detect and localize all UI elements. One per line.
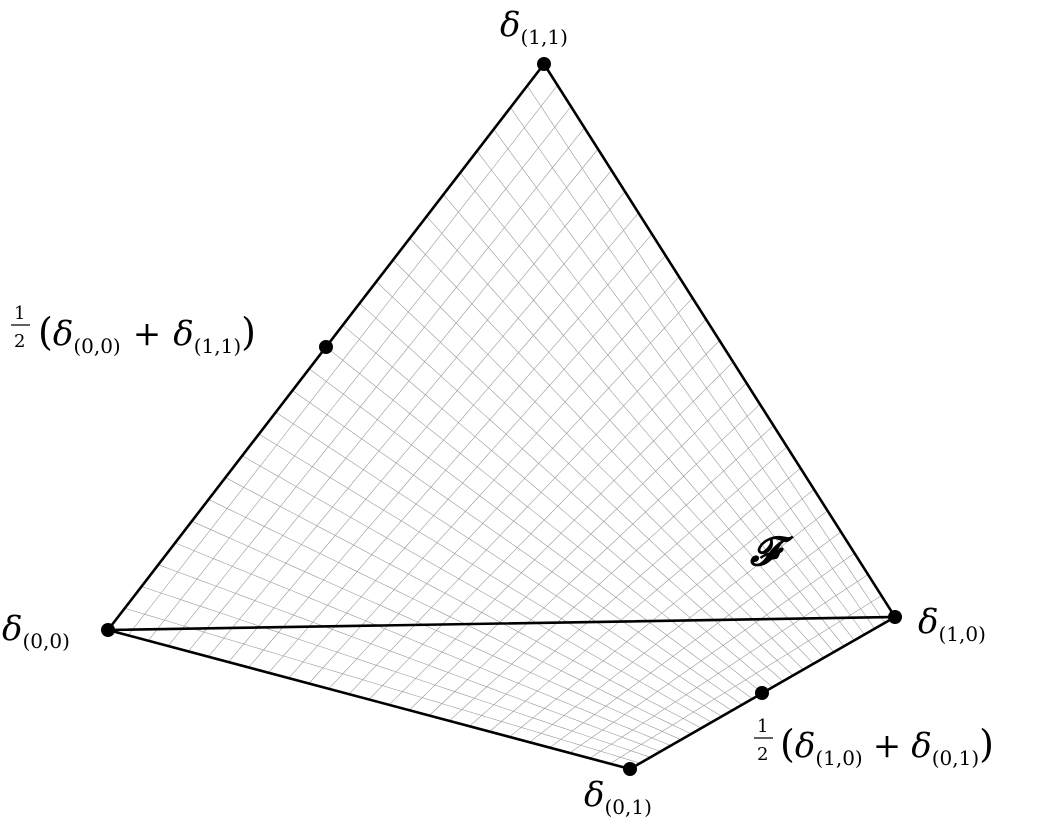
midpoint-point-00-11 (319, 340, 333, 354)
mesh-line (388, 361, 734, 706)
mesh-line (529, 510, 828, 743)
mesh-line (408, 382, 747, 711)
vertex-point-d10 (888, 610, 902, 624)
mesh-line (459, 172, 845, 647)
mesh-line (368, 340, 720, 700)
surface-mesh (124, 85, 886, 764)
mesh-line (426, 216, 824, 659)
mesh-line (443, 194, 835, 653)
vertex-point-d01 (623, 762, 637, 776)
svg-text:1: 1 (14, 303, 25, 324)
vertex-point-d00 (101, 623, 115, 637)
label-d00: δ(0,0) (2, 609, 70, 653)
mesh-line (549, 531, 842, 748)
mesh-line (376, 281, 794, 676)
label-d11: δ(1,1) (500, 5, 568, 49)
label-d01: δ(0,1) (584, 775, 652, 819)
points (101, 57, 902, 776)
surface-label: 𝓕 (749, 528, 794, 575)
label-d10: δ(1,0) (918, 602, 986, 646)
mesh-line (409, 237, 814, 665)
svg-text:(δ(0,0)+δ(1,1)): (δ(0,0)+δ(1,1)) (38, 310, 256, 358)
mesh-line (489, 467, 801, 732)
edge-d00-d10 (106, 615, 897, 632)
mesh-line (609, 595, 882, 764)
svg-text:(δ(1,0)+δ(0,1)): (δ(1,0)+δ(0,1)) (780, 722, 994, 770)
mesh-line (526, 85, 886, 623)
svg-text:2: 2 (757, 744, 768, 765)
mesh-line (510, 107, 875, 629)
label-midpoint-00-11: 1 2 (δ(0,0)+δ(1,1)) (11, 303, 256, 358)
mesh-line (493, 129, 865, 635)
tetrahedron-edges (106, 62, 897, 771)
svg-text:2: 2 (14, 331, 25, 352)
midpoint-point-10-01 (755, 686, 769, 700)
svg-text:1: 1 (757, 716, 768, 737)
mesh-line (449, 425, 774, 722)
edge-d00-d01 (106, 628, 632, 771)
edge-d11-d10 (542, 62, 897, 619)
mesh-line (428, 404, 761, 716)
mesh-line (359, 303, 784, 682)
mesh-line (589, 574, 869, 759)
label-midpoint-10-01: 1 2 (δ(1,0)+δ(0,1)) (754, 716, 994, 770)
vertex-point-d11 (537, 57, 551, 71)
mesh-line (392, 259, 804, 670)
mesh-line (469, 446, 788, 727)
mesh-line (342, 324, 773, 688)
mesh-line (569, 552, 855, 754)
mesh-line (476, 150, 855, 641)
mesh-line (509, 489, 815, 738)
